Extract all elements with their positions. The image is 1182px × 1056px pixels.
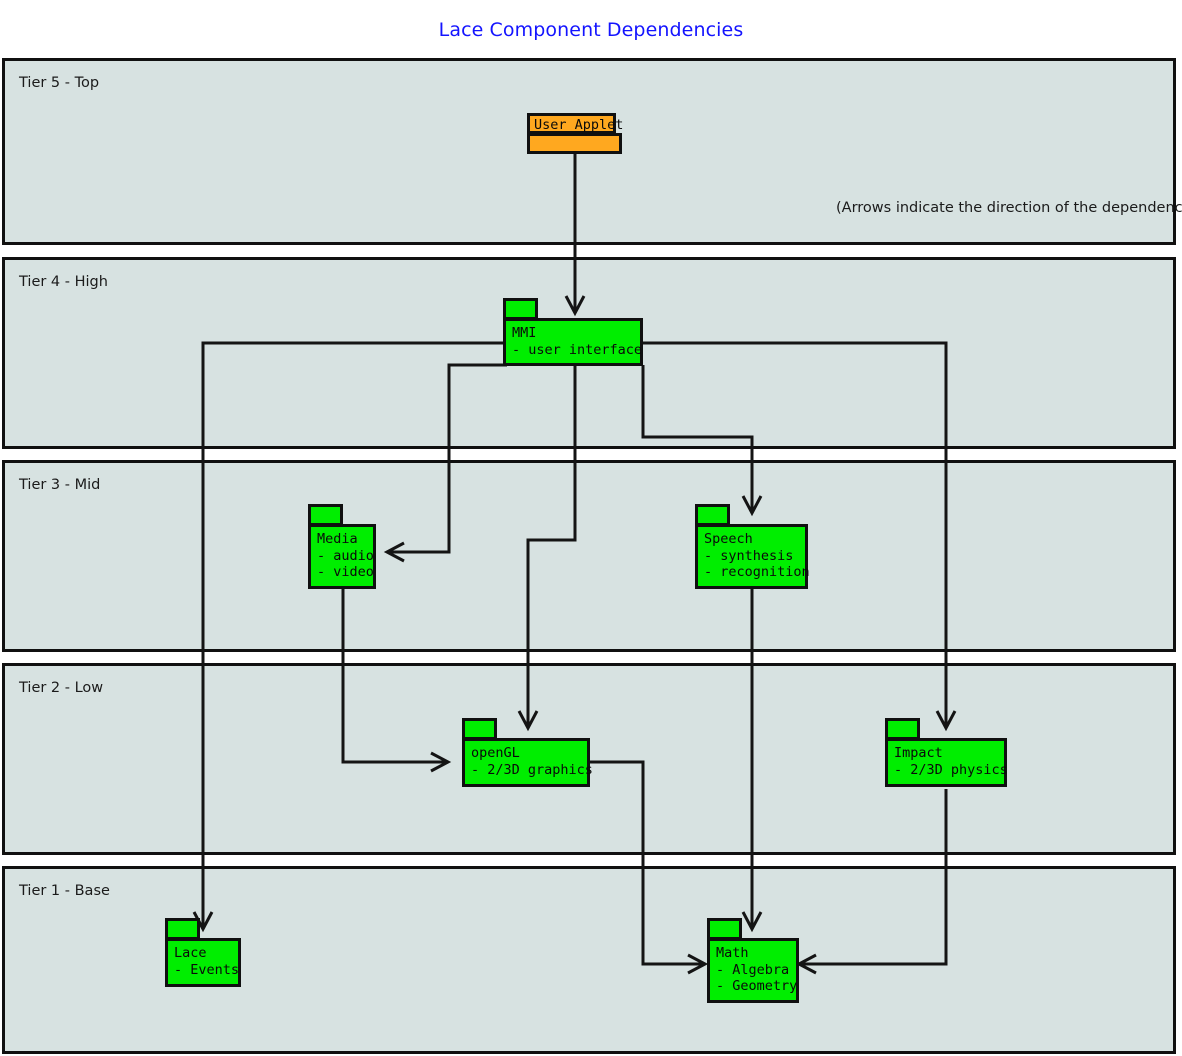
link-mmi-to-impact <box>643 341 948 727</box>
arrowhead-opengl-left <box>430 751 452 773</box>
package-opengl[interactable]: openGL- 2/3D graphics <box>462 718 593 787</box>
package-media-name: Media <box>317 531 358 547</box>
package-impact-name: Impact <box>894 745 943 761</box>
package-tab-icon <box>695 504 730 526</box>
package-lace-name: Lace <box>174 945 207 961</box>
package-media-body: Media- audio- video <box>308 524 376 589</box>
link-mmi-to-lace <box>201 341 507 928</box>
package-math-line-1: - Geometry <box>716 978 798 995</box>
package-impact[interactable]: Impact- 2/3D physics <box>885 718 1008 787</box>
link-media-to-opengl <box>341 587 447 764</box>
arrowhead-impact-top <box>935 710 957 732</box>
package-user-applet[interactable]: User Applet <box>527 113 623 154</box>
package-impact-line-0: - 2/3D physics <box>894 761 1008 778</box>
package-speech-body: Speech- synthesis- recognition <box>695 524 810 589</box>
package-impact-body: Impact- 2/3D physics <box>885 738 1008 787</box>
package-tab-icon <box>503 298 538 320</box>
package-mmi-body: MMI- user interface <box>503 318 643 366</box>
link-mmi-to-opengl <box>526 365 577 727</box>
package-tab-icon <box>308 504 343 526</box>
tier-label: Tier 3 - Mid <box>19 477 101 493</box>
package-lace-line-0: - Events <box>174 961 240 978</box>
package-math[interactable]: Math- Algebra- Geometry <box>707 918 799 1003</box>
tier-label: Tier 4 - High <box>19 274 108 290</box>
package-math-body: Math- Algebra- Geometry <box>707 938 799 1003</box>
link-opengl-to-math <box>590 760 704 966</box>
package-tab-icon <box>885 718 920 740</box>
tier-band-tier3: Tier 3 - Mid <box>2 460 1176 652</box>
package-media-line-1: - video <box>317 564 374 581</box>
package-tab-icon <box>707 918 742 940</box>
package-user-applet-label: User Applet <box>527 113 623 134</box>
package-mmi-line-0: - user interface <box>512 341 643 358</box>
link-impact-to-math <box>800 789 948 966</box>
arrowhead-lace-top <box>192 911 214 933</box>
legend-note: (Arrows indicate the direction of the de… <box>836 200 1182 216</box>
package-math-name: Math <box>716 945 749 961</box>
arrowhead-math-left <box>687 953 709 975</box>
package-media[interactable]: Media- audio- video <box>308 504 376 589</box>
page-title: Lace Component Dependencies <box>438 19 744 41</box>
package-user-applet-body <box>527 133 622 154</box>
arrowhead-math-top <box>741 911 763 933</box>
package-opengl-body: openGL- 2/3D graphics <box>462 738 593 787</box>
package-speech[interactable]: Speech- synthesis- recognition <box>695 504 810 589</box>
arrowhead-opengl-top <box>517 710 539 732</box>
package-mmi-name: MMI <box>512 325 537 341</box>
package-speech-line-1: - recognition <box>704 564 810 581</box>
package-media-line-0: - audio <box>317 547 374 564</box>
link-mmi-to-speech <box>641 365 754 512</box>
tier-label: Tier 2 - Low <box>19 680 104 696</box>
arrowhead-mmi-top <box>564 295 586 317</box>
link-mmi-to-media <box>388 363 507 554</box>
arrowhead-math-right <box>795 953 817 975</box>
package-speech-name: Speech <box>704 531 753 547</box>
package-lace[interactable]: Lace- Events <box>165 918 241 987</box>
package-tab-icon <box>462 718 497 740</box>
package-opengl-line-0: - 2/3D graphics <box>471 761 593 778</box>
arrowhead-media-right <box>383 541 405 563</box>
arrowhead-speech-top <box>741 495 763 517</box>
package-mmi[interactable]: MMI- user interface <box>503 298 643 366</box>
package-math-line-0: - Algebra <box>716 961 790 978</box>
package-lace-body: Lace- Events <box>165 938 241 987</box>
tier-label: Tier 5 - Top <box>19 75 100 91</box>
tier-label: Tier 1 - Base <box>19 883 110 899</box>
package-speech-line-0: - synthesis <box>704 547 794 564</box>
package-tab-icon <box>165 918 200 940</box>
package-opengl-name: openGL <box>471 745 520 761</box>
